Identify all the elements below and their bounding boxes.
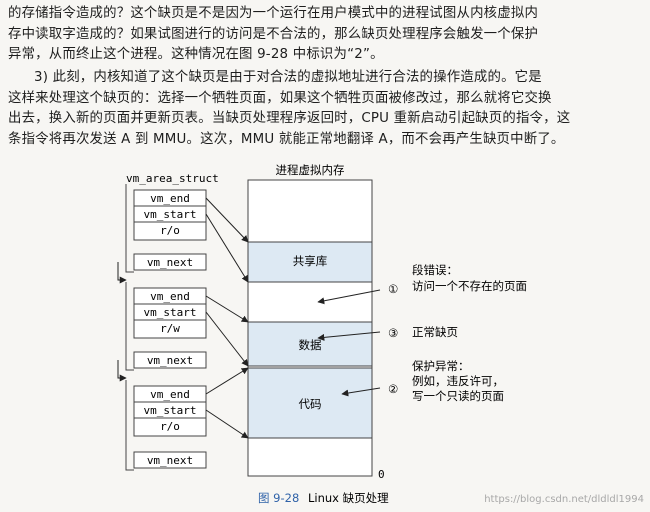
vm-area-block-1: vm_end vm_start r/o vm_next (133, 189, 207, 271)
bracket-line (125, 282, 134, 371)
text-line: 条指令将再次发送 A 到 MMU。这次，MMU 就能正常地翻译 A，而不会再产生… (8, 131, 565, 147)
field-vm-end: vm_end (150, 192, 190, 205)
block-frame (133, 287, 207, 339)
paragraph-1: 的存储指令造成的？这个缺页是不是因为一个运行在用户模式中的进程试图从内核虚拟内 … (8, 4, 642, 66)
annotation-line: 例如，违反许可， (412, 374, 504, 388)
bracket-line (125, 380, 134, 471)
map-arrow (205, 311, 249, 367)
fault-arrow-2 (341, 387, 381, 397)
annotation-line: 写一个只读的页面 (412, 389, 504, 403)
annotation-line: 正常缺页 (412, 325, 458, 339)
segment-code (247, 367, 373, 439)
field-vm-start: vm_start (144, 208, 197, 221)
text-line: 3) 此刻，内核知道了这个缺页是由于对合法的虚拟地址进行合法的操作造成的。它是 (8, 68, 642, 89)
annotation-3: ③ 正常缺页 (388, 325, 458, 340)
field-vm-next: vm_next (147, 454, 193, 467)
map-arrow (205, 367, 249, 395)
block-next-frame (133, 451, 207, 469)
annotation-1: ① 段错误： 访问一个不存在的页面 (388, 263, 527, 296)
map-arrow (205, 213, 249, 283)
block-frame (133, 189, 207, 241)
field-prot: r/o (160, 420, 180, 433)
block-next-frame (133, 253, 207, 271)
fault-arrow-1 (317, 289, 381, 305)
text-line: 存中读取字造成的？如果试图进行的访问是不合法的，那么缺页处理程序会触发一个保护 (8, 26, 539, 42)
annotation-num: ① (388, 282, 398, 296)
field-vm-next: vm_next (147, 256, 193, 269)
bracket-line (125, 184, 134, 273)
vm-next-links (117, 262, 127, 382)
text-line: 异常，从而终止这个进程。这种情况在图 9-28 中标识为“2”。 (8, 47, 384, 62)
block-frame (133, 385, 207, 437)
caption-text: Linux 缺页处理 (308, 491, 389, 505)
field-prot: r/o (160, 224, 180, 237)
map-arrow (205, 295, 249, 323)
text-line: 的存储指令造成的？这个缺页是不是因为一个运行在用户模式中的进程试图从内核虚拟内 (8, 6, 539, 21)
field-vm-end: vm_end (150, 388, 190, 401)
paragraph-2: 3) 此刻，内核知道了这个缺页是由于对合法的虚拟地址进行合法的操作造成的。它是 … (8, 68, 642, 150)
link-arrow (117, 262, 127, 284)
vm-title: 进程虚拟内存 (276, 163, 345, 177)
segment-shared-lib-label: 共享库 (293, 254, 328, 268)
annotation-line: 保护异常： (412, 359, 470, 373)
field-prot: r/w (160, 322, 180, 335)
text-line-content: 3) 此刻，内核知道了这个缺页是由于对合法的虚拟地址进行合法的操作造成的。它是 (34, 70, 542, 85)
mapping-arrows (205, 197, 249, 439)
watermark: https://blog.csdn.net/dldldl1994 (484, 494, 644, 505)
vm-area-block-2: vm_end vm_start r/w vm_next (133, 287, 207, 369)
struct-title: vm_area_struct (126, 172, 219, 185)
fault-arrow-3 (317, 331, 381, 341)
field-vm-start: vm_start (144, 404, 197, 417)
field-vm-next: vm_next (147, 354, 193, 367)
annotation-num: ② (388, 382, 398, 396)
annotation-line: 访问一个不存在的页面 (412, 279, 527, 293)
segment-code-label: 代码 (299, 397, 322, 411)
segment-shared-lib (247, 241, 373, 283)
segment-data-label: 数据 (299, 338, 322, 352)
map-arrow (205, 409, 249, 439)
block-brackets (125, 184, 134, 471)
address-zero: 0 (378, 468, 385, 481)
link-arrow (117, 360, 127, 382)
vm-area-block-3: vm_end vm_start r/o vm_next (133, 385, 207, 469)
text-line: 出去，换入新的页面并更新页表。当缺页处理程序返回时，CPU 重新启动引起缺页的指… (8, 111, 571, 126)
block-next-frame (133, 351, 207, 369)
text-line: 这样来处理这个缺页的：选择一个牺牲页面，如果这个牺牲页面被修改过，那么就将它交换 (8, 90, 552, 106)
annotation-2: ② 保护异常： 例如，违反许可， 写一个只读的页面 (388, 359, 504, 403)
field-vm-end: vm_end (150, 290, 190, 303)
segment-data (247, 321, 373, 367)
field-vm-start: vm_start (144, 306, 197, 319)
fault-arrows (317, 289, 381, 397)
caption-number: 图 9-28 (258, 491, 299, 505)
annotation-line: 段错误： (412, 263, 458, 277)
annotation-num: ③ (388, 326, 398, 340)
map-arrow (205, 197, 249, 243)
